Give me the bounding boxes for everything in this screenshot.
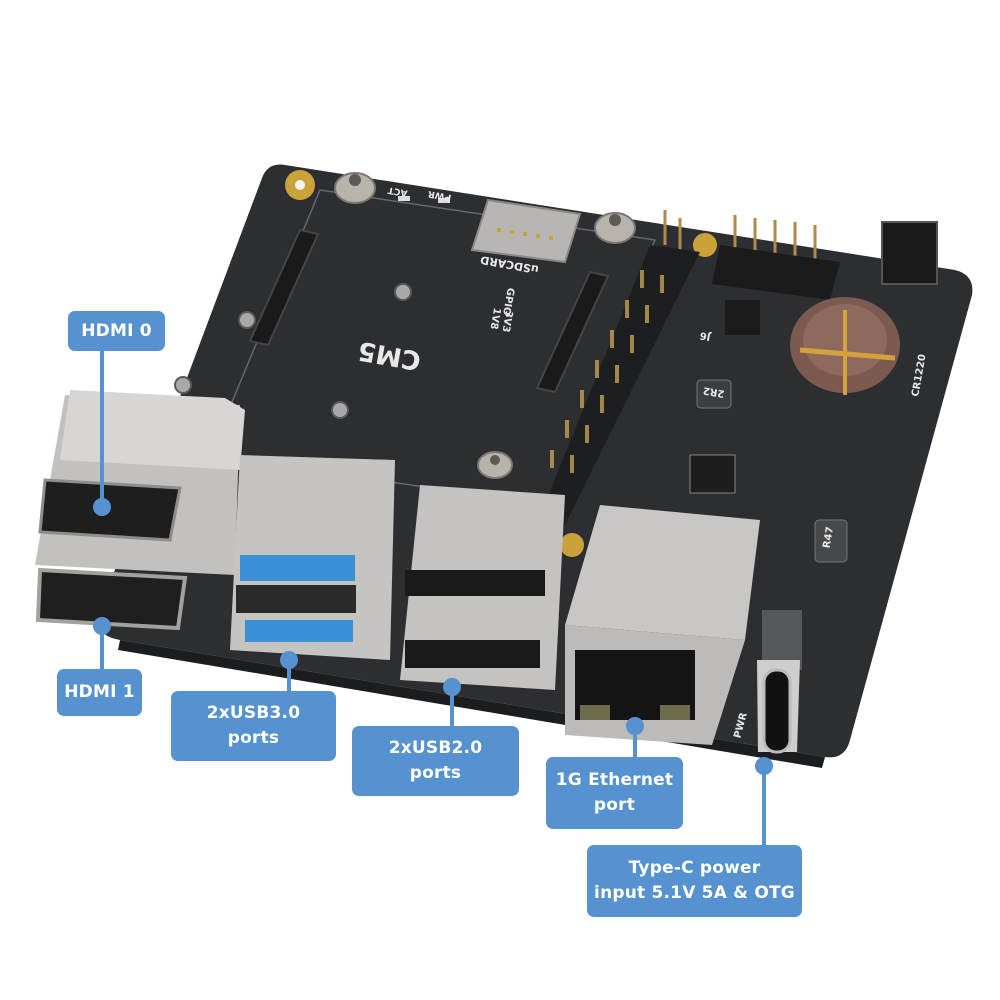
callout-ethernet-line2: port [593,795,636,815]
callout-typec-line2: input 5.1V 5A & OTG [594,883,795,903]
leader-hdmi1 [100,626,104,670]
callout-hdmi1: HDMI 1 [57,669,142,716]
leader-usb2 [450,687,454,727]
callout-usb3: 2xUSB3.0 ports [171,691,336,761]
leader-hdmi0 [100,350,104,508]
callout-usb2: 2xUSB2.0 ports [352,726,519,796]
callout-ethernet-line1: 1G Ethernet [555,770,674,790]
callout-typec-line1: Type-C power [628,858,761,878]
callout-hdmi0-text: HDMI 0 [81,320,152,341]
leader-ethernet [633,726,637,758]
callout-typec: Type-C power input 5.1V 5A & OTG [587,845,802,917]
callout-usb3-line2: ports [227,728,280,748]
leader-typec [762,766,766,846]
callout-usb2-line1: 2xUSB2.0 [388,738,483,758]
callout-hdmi0: HDMI 0 [68,311,165,351]
leader-usb3 [287,660,291,692]
silkscreen-j6: J6 [699,329,712,342]
callout-hdmi1-text: HDMI 1 [64,682,135,702]
callout-usb2-line2: ports [409,763,462,783]
dot-hdmi0 [93,498,111,516]
callout-usb3-line1: 2xUSB3.0 [206,703,301,723]
callout-ethernet: 1G Ethernet port [546,757,683,829]
